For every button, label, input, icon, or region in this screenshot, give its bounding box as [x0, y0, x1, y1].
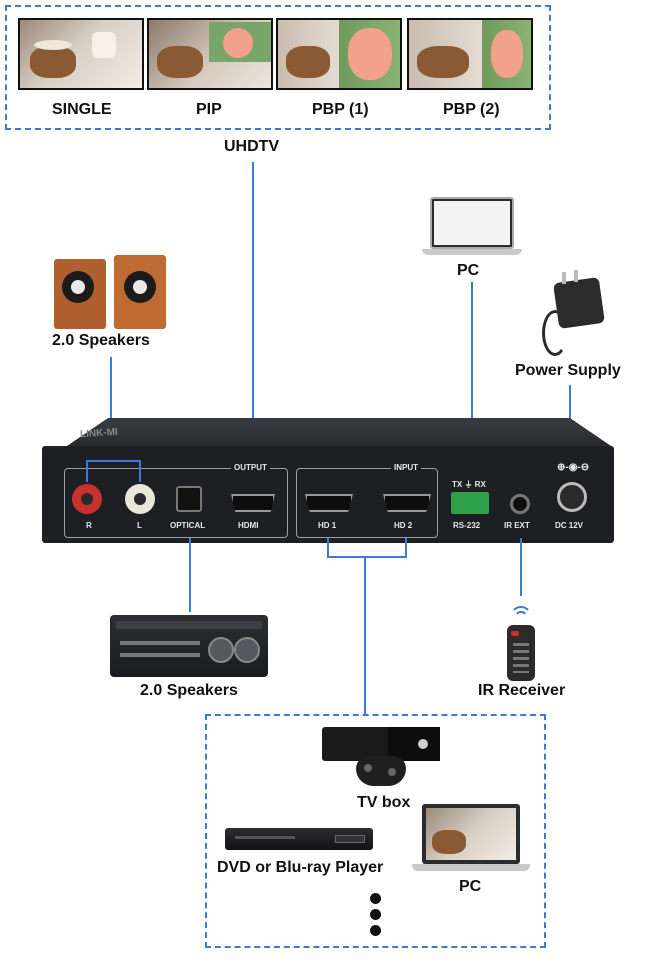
- dvd-player-image: [225, 828, 373, 850]
- port-irext-label: IR EXT: [504, 521, 530, 530]
- line-ir: [520, 538, 522, 596]
- ir-receiver-label: IR Receiver: [478, 682, 566, 699]
- line-optical-amp: [189, 538, 191, 612]
- port-r-label: R: [86, 521, 92, 530]
- tv-box-console-image: [322, 727, 440, 761]
- tv-box-label: TV box: [357, 794, 411, 811]
- line-speakers-top: [110, 357, 112, 460]
- port-hd2-label: HD 2: [394, 521, 413, 530]
- ir-remote-image: [507, 625, 535, 681]
- port-dc-label: DC 12V: [555, 521, 584, 530]
- rca-bracket-line: [86, 460, 140, 462]
- wooden-speakers-image: [54, 253, 166, 331]
- input-group-frame: [296, 468, 438, 538]
- tv-mode-label-single: SINGLE: [52, 101, 112, 118]
- pc-laptop-bottom-image: [412, 804, 530, 874]
- dvd-label: DVD or Blu-ray Player: [217, 859, 384, 876]
- tv-pbp1-image: [276, 18, 402, 90]
- tv-single-image: [18, 18, 144, 90]
- pc-top-label: PC: [457, 262, 480, 279]
- power-supply-label: Power Supply: [515, 362, 621, 379]
- tv-mode-label-pbp2: PBP (2): [443, 101, 500, 118]
- tv-pbp2-image: [407, 18, 533, 90]
- hdmi-input-1-port[interactable]: [305, 494, 353, 512]
- wifi-signal-icon: [510, 606, 532, 620]
- input-title: INPUT: [391, 463, 421, 472]
- gamepad-icon: [356, 756, 406, 786]
- output-title: OUTPUT: [231, 463, 270, 472]
- dc-power-port[interactable]: [557, 482, 587, 512]
- more-sources-dot-2: [370, 909, 381, 920]
- uhdtv-label: UHDTV: [224, 138, 280, 155]
- line-uhdtv: [252, 162, 254, 456]
- power-adapter-image: [540, 270, 605, 356]
- tv-mode-label-pbp1: PBP (1): [312, 101, 369, 118]
- line-hd1: [327, 538, 329, 558]
- line-sources: [364, 556, 366, 714]
- pc-laptop-top-image: [422, 197, 522, 261]
- rca-bracket-l: [139, 460, 141, 482]
- more-sources-dot-3: [370, 925, 381, 936]
- ir-ext-port[interactable]: [510, 494, 530, 514]
- optical-port[interactable]: [176, 486, 202, 512]
- amplifier-image: [110, 615, 268, 677]
- pc-bottom-label: PC: [459, 878, 482, 895]
- rca-left-port-center: [134, 493, 146, 505]
- tv-modes-box: [5, 5, 551, 130]
- line-inputs-join: [327, 556, 407, 558]
- tv-mode-label-pip: PIP: [196, 101, 222, 118]
- rca-right-port-center: [81, 493, 93, 505]
- more-sources-dot-1: [370, 893, 381, 904]
- speakers-top-label: 2.0 Speakers: [52, 332, 150, 349]
- port-optical-label: OPTICAL: [170, 521, 206, 530]
- tv-pip-image: [147, 18, 273, 90]
- line-hd2: [405, 538, 407, 558]
- amplifier-label: 2.0 Speakers: [140, 682, 238, 699]
- port-l-label: L: [137, 521, 142, 530]
- dc-polarity-symbol: ⊕-◉-⊖: [557, 462, 590, 473]
- hdmi-input-2-port[interactable]: [383, 494, 431, 512]
- rca-bracket-r: [86, 460, 88, 482]
- port-rs232-label: RS-232: [453, 521, 481, 530]
- rs232-pins-label: TX ⏚ RX: [452, 480, 486, 489]
- line-pc-top: [471, 282, 473, 476]
- device-top-surface: [64, 418, 614, 448]
- port-hdmi-label: HDMI: [238, 521, 259, 530]
- sources-box: [205, 714, 546, 948]
- output-group-frame: [64, 468, 288, 538]
- rs232-terminal-port[interactable]: [451, 492, 489, 514]
- port-hd1-label: HD 1: [318, 521, 337, 530]
- hdmi-output-port[interactable]: [231, 494, 275, 512]
